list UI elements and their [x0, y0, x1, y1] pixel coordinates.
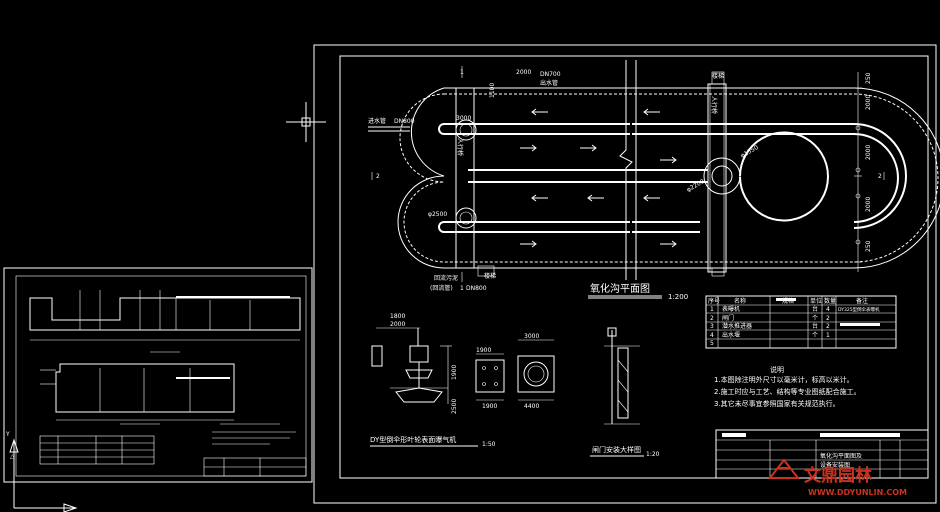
small-drawing-sheet: [3, 267, 313, 483]
ucs-axis-icon: Y △: [5, 431, 78, 512]
dim-outlet-pipe: 出水管: [540, 79, 558, 87]
dim-2000-top: 2000: [516, 69, 531, 76]
watermark-url: WWW.DDYUNLIN.COM: [808, 488, 907, 497]
dim-2000-b: 2000: [865, 145, 872, 160]
td-r4-name: 出水堰: [722, 331, 740, 339]
td-r1-remark: DY325型倒伞表曝机: [838, 306, 880, 313]
td-r3-qty: 2: [826, 323, 830, 330]
bolt-dim-top: 1900: [476, 347, 491, 354]
th-qty: 数量: [824, 297, 836, 305]
aerator-dim-2000: 2000: [390, 321, 405, 328]
return-label: 回流污泥: [434, 274, 458, 282]
flow-arrows: [520, 108, 677, 248]
aerator-dim-1900: 1900: [451, 365, 458, 380]
aerator-scale: 1:50: [482, 441, 496, 448]
notes-title: 说明: [770, 365, 784, 374]
td-r2-name: 闸门: [722, 314, 734, 322]
plan-title-block: 氧化沟平面图 1:200: [588, 282, 688, 301]
svg-text:Y: Y: [5, 431, 10, 438]
td-r3-no: 3: [710, 323, 714, 330]
watermark-text: 文鼎园林: [804, 465, 872, 486]
td-r1-unit: 台: [812, 305, 818, 313]
td-r1-qty: 4: [826, 306, 830, 313]
th-name: 名称: [734, 297, 746, 305]
dim-250-top: 250: [865, 72, 872, 84]
note-1: 1.本图除注明外尺寸以毫米计，标高以米计。: [714, 375, 854, 384]
th-unit: 单位: [810, 297, 822, 305]
section-drawing-lower: [40, 363, 235, 425]
td-r1-name: 表曝机: [722, 305, 740, 313]
aerator-title: DY型倒伞形叶轮表面曝气机: [370, 435, 456, 444]
dim-d2500: φ2500: [428, 211, 447, 218]
stair-bottom-label: 楼梯: [484, 272, 496, 280]
site-watermark: 文鼎园林 WWW.DDYUNLIN.COM: [767, 458, 907, 497]
main-title-block: 氧化沟平面图及 设备安装图: [715, 429, 929, 479]
gear-dim-4400: 4400: [524, 403, 539, 410]
td-r2-qty: 2: [826, 315, 830, 322]
plan-title: 氧化沟平面图: [590, 282, 650, 295]
td-r1-no: 1: [710, 306, 714, 313]
small-title-block: [203, 457, 307, 477]
dim-2000-c: 2000: [865, 197, 872, 212]
return-size: (回流管): [430, 284, 453, 292]
return-dim: DN800: [466, 285, 487, 292]
dim-1100: 1100: [489, 83, 496, 98]
bolt-dim-bottom: 1900: [482, 403, 497, 410]
walkway-left-label: 人行桥: [456, 138, 464, 156]
section-marks: [371, 66, 885, 282]
aerator-dim-2500: 2500: [451, 399, 458, 414]
th-no: 序号: [708, 297, 720, 305]
th-remark: 备注: [856, 297, 868, 305]
td-r2-no: 2: [710, 315, 714, 322]
aerator-dim-1800: 1800: [390, 313, 405, 320]
dim-250-bottom: 250: [865, 240, 872, 252]
foundation-detail: 1900 1900 3000 4400: [475, 333, 555, 410]
td-r4-qty: 1: [826, 332, 830, 339]
dim-3000-aerator: 3000: [456, 115, 471, 122]
small-equipment-table: [39, 435, 155, 465]
td-r4-no: 4: [710, 332, 714, 339]
section-mark-2-right: 2: [878, 173, 882, 180]
equipment-table: 序号 名称 规格 单位 数量 备注 1 表曝机 台 4 DY325型倒伞表曝机 …: [705, 295, 897, 349]
section-mark-1-bottom: 1: [460, 285, 464, 292]
walkway-right-label: 人行桥: [710, 96, 718, 114]
right-dim-ticks: [854, 87, 862, 263]
oxidation-ditch-plan: [368, 60, 940, 282]
dim-d1550: φ1550: [740, 144, 760, 160]
svg-text:△: △: [10, 453, 15, 460]
aerator-detail: 2000 1800 1900 2500 DY型倒伞形叶轮表面曝气机 1:50: [370, 313, 496, 448]
dim-dn700: DN700: [540, 71, 561, 78]
inlet-size: DN800: [394, 118, 415, 125]
dim-d2200: φ2200: [686, 178, 706, 194]
note-2: 2.施工时应与工艺、结构等专业图纸配合施工。: [714, 387, 861, 396]
gate-scale: 1:20: [646, 451, 660, 458]
main-drawing-sheet: [313, 44, 937, 504]
gate-detail: 闸门安装大样图 1:20: [590, 327, 660, 458]
notes-block: 说明 1.本图除注明外尺寸以毫米计，标高以米计。 2.施工时应与工艺、结构等专业…: [714, 365, 861, 408]
title-block-project: 氧化沟平面图及: [820, 452, 862, 460]
td-r2-unit: 个: [812, 315, 818, 322]
gear-dim-3000: 3000: [524, 333, 539, 340]
plan-labels: DN700 出水管 2000 1100 进水管 DN800 3000 φ2500…: [368, 69, 882, 292]
plan-scale: 1:200: [668, 293, 688, 301]
title-block-drawing: 设备安装图: [820, 461, 850, 469]
section-mark-2-left: 2: [376, 173, 380, 180]
td-r5-no: 5: [710, 340, 714, 347]
note-3: 3.其它未尽事宜参照国家有关规范执行。: [714, 399, 840, 408]
td-r3-unit: 台: [812, 322, 818, 330]
section-mark-1-top: 1: [460, 69, 464, 76]
td-r4-unit: 个: [812, 332, 818, 339]
crosshair-cursor-icon: [286, 102, 326, 142]
small-notes: [212, 423, 296, 445]
gate-title: 闸门安装大样图: [592, 445, 641, 454]
section-drawing-upper: [29, 290, 301, 353]
stair-top-label: 楼梯: [712, 72, 724, 80]
inlet-label: 进水管: [368, 117, 386, 125]
td-r3-name: 潜水推进器: [722, 322, 752, 330]
dim-2000-a: 2000: [865, 95, 872, 110]
